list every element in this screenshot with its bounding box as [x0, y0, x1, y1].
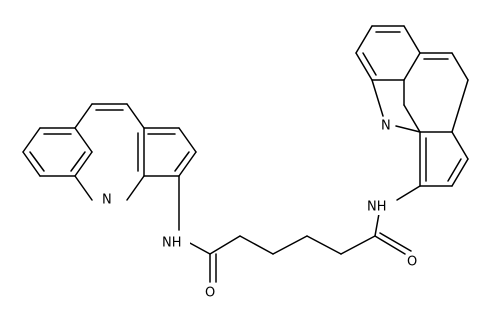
- bond: [447, 158, 462, 182]
- bond: [74, 151, 93, 177]
- bond: [74, 175, 93, 201]
- right-acridine: N: [355, 25, 469, 201]
- bond: [374, 235, 406, 255]
- bond: [126, 175, 145, 201]
- label-mask: [99, 190, 117, 208]
- bond: [403, 25, 421, 54]
- bond: [355, 52, 373, 81]
- bond: [74, 103, 93, 129]
- amide-nh-right: NH: [367, 200, 387, 215]
- bond: [403, 52, 421, 81]
- bond: [22, 151, 41, 177]
- bond: [174, 151, 190, 172]
- left-acridine: N: [22, 103, 197, 231]
- bond: [371, 79, 384, 117]
- bond: [22, 127, 41, 153]
- label-mask: [378, 116, 396, 134]
- carbonyl-oxygen-right: O: [407, 255, 417, 270]
- bond: [362, 52, 377, 76]
- bond: [396, 185, 421, 201]
- bond: [379, 232, 412, 252]
- amide-nh-left: NH: [162, 236, 182, 251]
- label-mask: [160, 233, 190, 251]
- bond: [126, 103, 145, 129]
- alkyl-chain: [239, 235, 376, 255]
- bond: [178, 151, 197, 177]
- bond: [340, 235, 376, 255]
- bond: [403, 104, 421, 133]
- bond: [451, 52, 469, 81]
- left-amide: NH O: [160, 233, 241, 301]
- bond: [74, 127, 93, 153]
- bond: [239, 235, 274, 255]
- bond: [209, 235, 241, 255]
- bond: [272, 235, 308, 255]
- carbonyl-oxygen-left: O: [205, 286, 215, 301]
- bond: [355, 25, 373, 54]
- bond: [395, 125, 421, 133]
- bond: [451, 158, 469, 187]
- acridine-nitrogen-right: N: [381, 119, 391, 134]
- right-amide: NH O: [365, 197, 417, 270]
- bond: [70, 151, 86, 172]
- bond: [451, 131, 469, 160]
- bond: [29, 151, 45, 172]
- label-mask: [365, 197, 395, 215]
- bond: [306, 235, 342, 255]
- bond: [178, 127, 197, 153]
- acridine-nitrogen-left: N: [102, 193, 112, 208]
- bond: [187, 241, 211, 255]
- bond: [451, 79, 469, 133]
